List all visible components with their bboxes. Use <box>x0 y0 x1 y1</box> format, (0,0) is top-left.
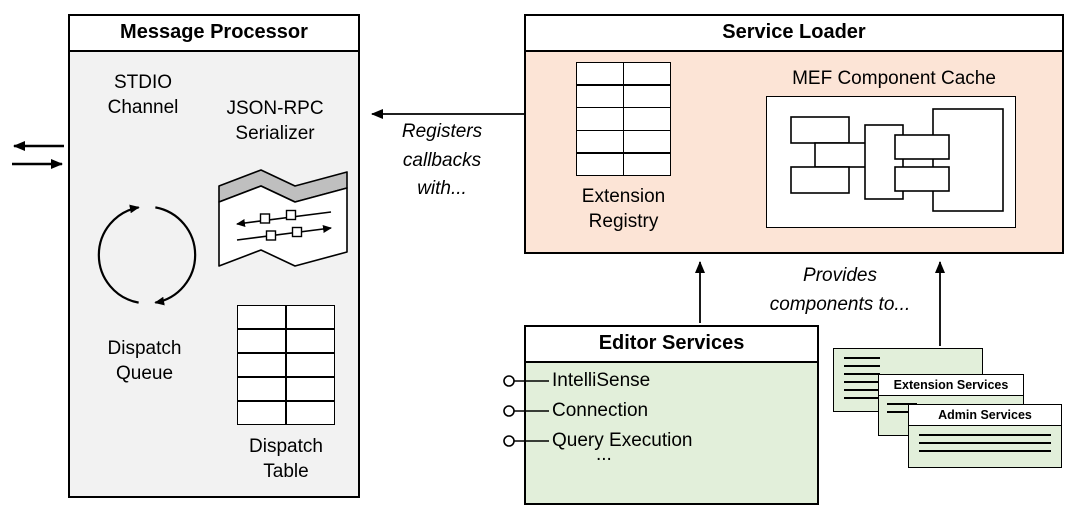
grid-cell <box>577 131 623 153</box>
card-text-lines <box>887 403 917 419</box>
queue-cycle-arc <box>97 204 140 304</box>
grid-cell <box>577 108 623 130</box>
text-line <box>919 442 1051 444</box>
editor-service-query-execution: Query Execution <box>552 430 693 451</box>
mef-component-cache-box <box>766 96 1016 228</box>
mef-component-cache-label: MEF Component Cache <box>792 68 996 89</box>
provides-components-annotation: Provides components to... <box>769 265 911 315</box>
component-rect <box>814 142 870 168</box>
grid-cell <box>286 377 334 401</box>
serializer-message-arrow-left <box>236 211 332 227</box>
message-processor-title: Message Processor <box>70 16 358 52</box>
queue-cycle-arc <box>154 206 197 306</box>
component-rect <box>894 166 950 192</box>
text-line <box>919 434 1051 436</box>
editor-services-box: Editor Services <box>524 325 819 505</box>
message-square <box>285 209 297 221</box>
extension-registry-label: Extension Registry <box>581 186 666 233</box>
lollipop-circle-icon <box>503 405 515 417</box>
extension-registry-grid <box>576 62 671 176</box>
text-line <box>919 450 1051 452</box>
grid-cell <box>238 377 286 401</box>
message-square <box>265 230 277 241</box>
serializer-message-arrow-right <box>236 225 332 241</box>
admin-services-card-title: Admin Services <box>909 405 1061 426</box>
component-rect <box>790 116 850 144</box>
grid-cell <box>624 108 670 130</box>
component-rect <box>790 166 850 194</box>
json-rpc-serializer-label: JSON-RPC Serializer <box>226 98 324 145</box>
grid-cell <box>577 153 623 175</box>
card-text-lines <box>919 434 1051 458</box>
grid-cell <box>286 401 334 424</box>
dispatch-queue-icon <box>97 204 197 306</box>
grid-cell <box>286 306 334 329</box>
grid-cell <box>624 85 670 107</box>
dispatch-table-grid <box>237 305 335 425</box>
message-square <box>291 226 303 238</box>
grid-cell <box>286 353 334 377</box>
card-text-lines <box>844 357 880 405</box>
dispatch-table-label: Dispatch Table <box>249 436 323 483</box>
editor-service-ellipsis: ... <box>596 444 612 465</box>
stdio-channel-label: STDIO Channel <box>107 72 179 119</box>
service-loader-title: Service Loader <box>526 16 1062 52</box>
lollipop-circle-icon <box>503 435 515 447</box>
serializer-band-body <box>218 185 348 267</box>
text-line <box>887 403 917 405</box>
component-rect <box>894 134 950 160</box>
text-line <box>844 381 880 383</box>
dispatch-queue-label: Dispatch Queue <box>107 338 182 385</box>
text-line <box>844 397 880 399</box>
grid-cell <box>624 153 670 175</box>
registers-callbacks-annotation: Registers callbacks with... <box>401 121 483 199</box>
extension-services-card-title: Extension Services <box>879 375 1023 396</box>
mef-components-icon <box>790 108 1004 212</box>
admin-services-card: Admin Services <box>908 404 1062 468</box>
grid-cell <box>577 63 623 85</box>
text-line <box>844 373 880 375</box>
component-rect <box>932 108 1004 212</box>
editor-services-title: Editor Services <box>526 327 817 363</box>
grid-cell <box>238 329 286 353</box>
editor-service-intellisense: IntelliSense <box>552 370 651 391</box>
text-line <box>844 357 880 359</box>
lollipop-circle-icon <box>503 375 515 387</box>
grid-cell <box>238 306 286 329</box>
grid-cell <box>238 353 286 377</box>
json-rpc-serializer-icon <box>218 169 348 267</box>
editor-service-connection: Connection <box>552 400 649 421</box>
grid-cell <box>624 63 670 85</box>
grid-cell <box>577 85 623 107</box>
grid-cell <box>238 401 286 424</box>
text-line <box>844 365 880 367</box>
message-square <box>259 213 271 224</box>
grid-cell <box>624 131 670 153</box>
grid-cell <box>286 329 334 353</box>
text-line <box>887 411 917 413</box>
text-line <box>844 389 880 391</box>
